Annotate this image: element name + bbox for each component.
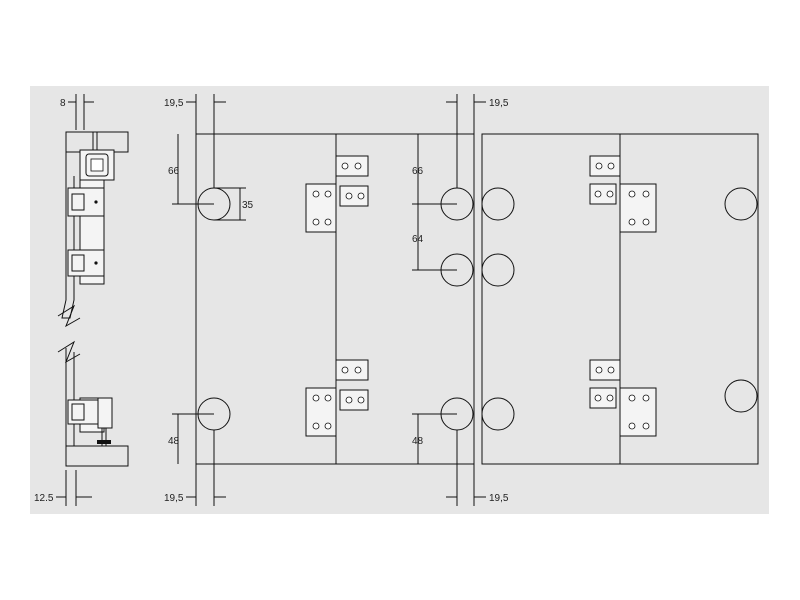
side-section-view: 8 12.5	[34, 94, 129, 506]
hinge-plate	[71, 403, 85, 421]
pivot-hole	[724, 379, 758, 413]
dim-side-bottom: 12.5	[34, 493, 54, 504]
pivot-hole	[481, 397, 515, 431]
hinge-set	[305, 359, 369, 437]
dim-right-64: 64	[412, 234, 424, 245]
bottom-frame-profile	[65, 445, 129, 467]
dim-right-bottom: 19,5	[489, 493, 509, 504]
hinge-pin-dot	[94, 200, 98, 204]
hinge-plate	[71, 254, 85, 272]
break-line	[57, 340, 81, 364]
dim-left-66: 66	[168, 166, 180, 177]
pivot-hole	[724, 187, 758, 221]
guide-nut	[97, 440, 111, 444]
pivot-hole	[481, 253, 515, 287]
dim-right-48: 48	[412, 436, 424, 447]
dim-side-top: 8	[60, 98, 66, 109]
hinge-set	[589, 155, 657, 233]
dim-left-bottom: 19,5	[164, 493, 184, 504]
front-view: 19,5 19,5 19,5 19,5 66 35 48	[164, 94, 759, 506]
dim-left-top: 19,5	[164, 98, 184, 109]
hinge-pin-dot	[94, 261, 98, 265]
dim-right-66: 66	[412, 166, 424, 177]
carriage-wheel-inner	[90, 158, 104, 172]
dim-left-48: 48	[168, 436, 180, 447]
dim-hole-35: 35	[242, 200, 254, 211]
bottom-guide	[97, 397, 113, 429]
hinge-plate	[71, 193, 85, 211]
dim-right-top: 19,5	[489, 98, 509, 109]
hinge-set	[305, 155, 369, 233]
break-line	[57, 304, 81, 328]
hinge-set	[589, 359, 657, 437]
pivot-hole	[481, 187, 515, 221]
panel-profile-upper	[61, 132, 75, 319]
